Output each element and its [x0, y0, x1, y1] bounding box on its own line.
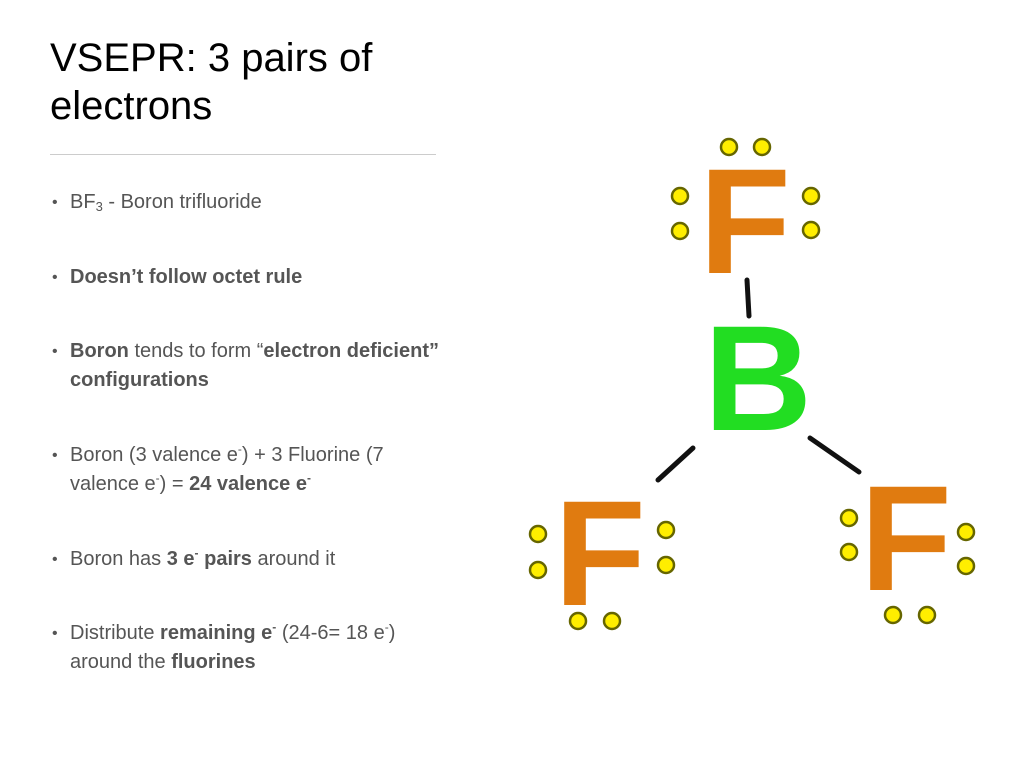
slide-title: VSEPR: 3 pairs of electrons: [50, 36, 373, 128]
bullet-text: Distribute: [70, 622, 161, 644]
bullet-text: ) + 3 Fluorine (7 valence e: [70, 444, 384, 495]
electron-dot: [839, 542, 859, 562]
bond-top: [744, 277, 752, 319]
subscript: 3: [95, 199, 103, 214]
electron-dot: [528, 560, 548, 580]
fluorine-atom-top: F: [699, 137, 791, 305]
superscript: -: [237, 442, 242, 456]
electron-dot: [801, 220, 821, 240]
electron-dot: [956, 522, 976, 542]
electron-dot: [656, 555, 676, 575]
bullet-valence-count: Boron (3 valence e-) + 3 Fluorine (7 val…: [50, 441, 450, 545]
bullet-text: tends to form “: [128, 340, 264, 362]
bold-text: pairs: [198, 548, 252, 570]
boron-atom: B: [704, 294, 812, 462]
electron-dot: [752, 137, 772, 157]
bullet-text: (24-6= 18 e: [276, 622, 385, 644]
bold-text: 24 valence e: [189, 473, 307, 495]
electron-dot: [568, 611, 588, 631]
electron-dot: [670, 186, 690, 206]
superscript: -: [155, 471, 160, 485]
electron-dot: [602, 611, 622, 631]
title-divider: [50, 154, 436, 155]
bf3-lewis-structure: F B F F: [528, 137, 976, 637]
fluorine-atom-right: F: [860, 454, 952, 622]
electron-dot: [670, 221, 690, 241]
superscript: -: [194, 546, 199, 560]
bullet-octet-rule: Doesn’t follow octet rule: [50, 263, 450, 337]
bullet-list: BF3 - Boron trifluoride Doesn’t follow o…: [50, 188, 450, 677]
electron-dot: [839, 508, 859, 528]
superscript: -: [384, 620, 389, 634]
bond-left: [655, 445, 696, 483]
bullet-electron-pairs: Boron has 3 e- pairs around it: [50, 545, 450, 619]
bold-text: Doesn’t follow octet rule: [70, 266, 303, 288]
electron-dot: [656, 520, 676, 540]
superscript: -: [272, 620, 277, 634]
electron-dot: [883, 605, 903, 625]
bullet-electron-deficient: Boron tends to form “electron deficient”…: [50, 337, 450, 441]
bold-text: Boron: [70, 340, 129, 362]
bond-right: [807, 435, 862, 475]
bullet-bf3: BF3 - Boron trifluoride: [50, 188, 450, 263]
electron-dot: [528, 524, 548, 544]
bullet-text: ) =: [159, 473, 190, 495]
fluorine-atom-left: F: [554, 469, 646, 637]
bullet-text: BF: [70, 191, 96, 213]
bullet-text: Boron has: [70, 548, 167, 570]
electron-dot: [801, 186, 821, 206]
electron-dot: [719, 137, 739, 157]
superscript: -: [306, 471, 311, 485]
bold-text: fluorines: [171, 651, 256, 673]
bold-text: 3 e: [166, 548, 195, 570]
bold-text: electron deficient” configurations: [70, 340, 439, 391]
bullet-text: around it: [251, 548, 336, 570]
electron-dot: [917, 605, 937, 625]
bullet-text: - Boron trifluoride: [102, 191, 262, 213]
bold-text: remaining e: [160, 622, 273, 644]
bullet-text: Boron (3 valence e: [70, 444, 238, 466]
bullet-distribute: Distribute remaining e- (24-6= 18 e-) ar…: [50, 619, 450, 677]
electron-dot: [956, 556, 976, 576]
bullet-text: ) around the: [70, 622, 396, 673]
